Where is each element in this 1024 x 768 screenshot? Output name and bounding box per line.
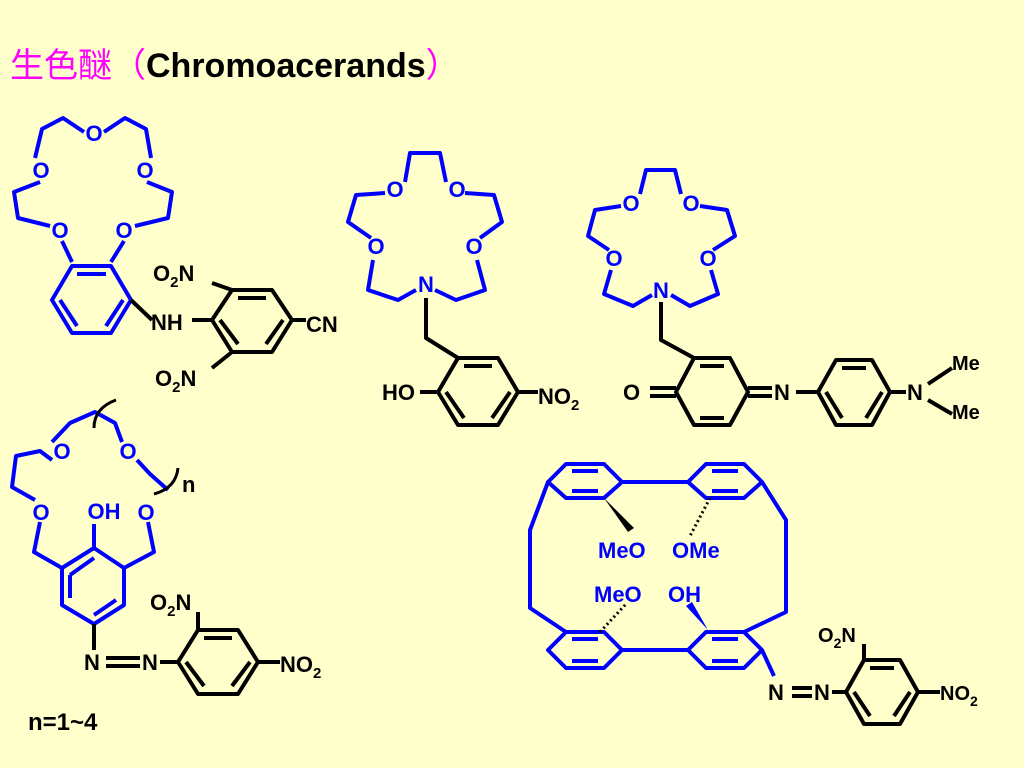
oxygen-label: O bbox=[136, 158, 153, 183]
substituent-labels-1: O2N NH CN O2N bbox=[151, 261, 338, 396]
hydroxyl-label: OH bbox=[88, 499, 121, 524]
stereo-bonds-5 bbox=[598, 497, 712, 634]
molecule-phenolcrown-azo: O O O O OH n O2N N N NO2 n=1~4 bbox=[10, 398, 321, 736]
substituent-labels-2: HO NO2 bbox=[382, 380, 579, 414]
methoxy-label: MeO bbox=[594, 582, 642, 607]
quinone-oxygen-label: O bbox=[623, 380, 640, 405]
nitro-label: O2N bbox=[150, 590, 191, 620]
substituent-labels-4: n O2N N N NO2 n=1~4 bbox=[28, 472, 321, 736]
oxygen-label: O bbox=[53, 439, 70, 464]
calixarene-substituents-5: MeO OMe MeO OH bbox=[594, 538, 720, 607]
azo-nitrogen-label: N bbox=[84, 650, 100, 675]
hydroxyl-label: OH bbox=[668, 582, 701, 607]
methyl-label: Me bbox=[952, 402, 980, 424]
methoxy-label: MeO bbox=[598, 538, 646, 563]
methoxy-label: OMe bbox=[672, 538, 720, 563]
crown-ring-1 bbox=[12, 116, 174, 264]
molecule-benzocrown-dinitro-cyano: O O O O O O2N NH CN O2N bbox=[12, 116, 338, 396]
oxygen-label: O bbox=[605, 246, 622, 271]
methyl-label: Me bbox=[952, 353, 980, 375]
nitro-label: NO2 bbox=[940, 683, 978, 709]
nitro-label: NO2 bbox=[538, 384, 579, 414]
oxygen-label: O bbox=[682, 191, 699, 216]
title-paren-close: ） bbox=[425, 46, 460, 86]
oxygen-label: O bbox=[386, 177, 403, 202]
molecule-azacrown-quinoneimine: O O O O N O N N Me Me bbox=[586, 168, 980, 427]
nitro-label: O2N bbox=[155, 366, 196, 396]
aryl-ring-1 bbox=[129, 281, 306, 370]
calixarene-framework-5 bbox=[528, 462, 788, 677]
title-english: Chromoacerands bbox=[146, 47, 426, 85]
azacrown-heteroatoms-3: O O O O N bbox=[605, 191, 716, 303]
crown-oxygens-4: O O O O OH bbox=[32, 439, 154, 525]
azo-nitrogen-label: N bbox=[768, 680, 784, 705]
oxygen-label: O bbox=[85, 121, 102, 146]
oxygen-label: O bbox=[622, 191, 639, 216]
nitro-label: NO2 bbox=[280, 652, 321, 682]
nitrogen-label: N bbox=[418, 272, 434, 297]
oxygen-label: O bbox=[367, 234, 384, 259]
crown-ring-4 bbox=[10, 410, 170, 570]
oxygen-label: O bbox=[32, 158, 49, 183]
slide-title: 生色醚（Chromoacerands） bbox=[10, 38, 460, 87]
molecule-calixarene-azo: MeO OMe MeO OH O2N N N NO2 bbox=[528, 462, 978, 726]
azacrown-ring-3 bbox=[586, 168, 737, 308]
nitro-label: O2N bbox=[153, 261, 194, 291]
oxygen-label: O bbox=[465, 234, 482, 259]
oxygen-label: O bbox=[51, 218, 68, 243]
nitrophenol-ring-2 bbox=[420, 298, 538, 427]
molecule-azacrown-nitrophenol: O O O O N HO NO2 bbox=[346, 151, 579, 427]
n-range-label: n=1~4 bbox=[28, 709, 98, 736]
oxygen-label: O bbox=[448, 177, 465, 202]
azacrown-heteroatoms-2: O O O O N bbox=[367, 177, 482, 297]
cyano-label: CN bbox=[306, 312, 338, 337]
hydroxyl-label: HO bbox=[382, 380, 415, 405]
dimethylamino-nitrogen-label: N bbox=[907, 380, 923, 405]
substituent-labels-5: O2N N N NO2 bbox=[768, 625, 978, 709]
quinoneimine-system-3 bbox=[650, 302, 954, 427]
title-chinese: 生色醚 bbox=[10, 46, 112, 86]
imine-nitrogen-label: N bbox=[774, 380, 790, 405]
azo-dinitrophenyl-4 bbox=[92, 612, 280, 696]
azo-dinitrophenyl-5 bbox=[792, 644, 940, 726]
phenol-ring-4 bbox=[60, 546, 126, 626]
nitro-label: O2N bbox=[818, 625, 856, 651]
oxygen-label: O bbox=[699, 246, 716, 271]
azo-nitrogen-label: N bbox=[814, 680, 830, 705]
oxygen-label: O bbox=[137, 500, 154, 525]
oxygen-label: O bbox=[32, 500, 49, 525]
azacrown-ring-2 bbox=[346, 151, 504, 302]
oxygen-label: O bbox=[115, 218, 132, 243]
nh-label: NH bbox=[151, 310, 183, 335]
title-paren-open: （ bbox=[112, 46, 146, 86]
nitrogen-label: N bbox=[653, 278, 669, 303]
substituent-labels-3: O N N Me Me bbox=[623, 353, 980, 424]
repeat-brackets-4 bbox=[92, 398, 180, 496]
azo-nitrogen-label: N bbox=[142, 650, 158, 675]
oxygen-label: O bbox=[119, 439, 136, 464]
crown-oxygens-1: O O O O O bbox=[32, 121, 153, 243]
benzo-ring-1 bbox=[50, 264, 133, 335]
repeat-n-label: n bbox=[182, 472, 195, 497]
